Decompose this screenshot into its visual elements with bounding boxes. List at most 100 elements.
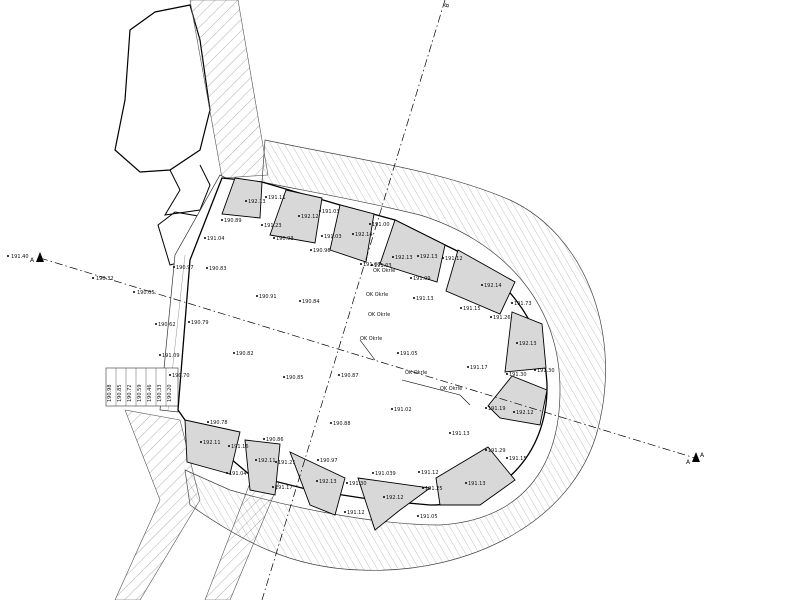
elevation-point-marker (316, 480, 318, 482)
stair-label: 190.98 (107, 385, 113, 403)
elevation-label: 191.13 (452, 431, 470, 437)
elevation-label: 190.87 (341, 373, 359, 379)
stair-label: 190.20 (167, 385, 173, 403)
section-mark-right: A (686, 459, 691, 466)
elevation-label: 190.83 (209, 266, 227, 272)
elevation-label: 191.12 (445, 256, 463, 262)
elevation-label: 192.12 (386, 495, 404, 501)
elevation-point-marker (410, 277, 412, 279)
elevation-point-marker (317, 459, 319, 461)
elevation-label: 190.97 (320, 458, 338, 464)
stair-label: 190.46 (147, 385, 153, 403)
elevation-point-marker (422, 487, 424, 489)
elevation-point-marker (283, 376, 285, 378)
elevation-label: 190.70 (172, 373, 190, 379)
elevation-point-marker (413, 297, 415, 299)
elevation-label: 190.85 (286, 375, 304, 381)
elevation-point-marker (173, 266, 175, 268)
elevation-label: 192.11 (203, 440, 221, 446)
elevation-point-marker (261, 224, 263, 226)
elevation-label: 192.14 (484, 283, 502, 289)
elevation-label: 191.12 (421, 470, 439, 476)
elevation-label: 190.62 (158, 322, 176, 328)
elevation-label: 191.09 (413, 276, 431, 282)
elevation-point-marker (273, 237, 275, 239)
elevation-label: 192.14 (355, 232, 373, 238)
stair-label: 190.72 (127, 385, 133, 403)
elevation-label: 191.17 (470, 365, 488, 371)
elevation-point-marker (221, 219, 223, 221)
elevation-point-marker (299, 300, 301, 302)
elevation-label: 192.13 (319, 479, 337, 485)
elevation-point-marker (481, 284, 483, 286)
elevation-label: 191.12 (347, 510, 365, 516)
elevation-label: 191.03 (374, 263, 392, 269)
elevation-label: 191.09 (162, 353, 180, 359)
margin-label: 190.05 (137, 290, 155, 296)
elevation-label: 192.12 (516, 410, 534, 416)
elevation-point-marker (418, 471, 420, 473)
elevation-label: 190.78 (210, 420, 228, 426)
elevation-point-marker (352, 233, 354, 235)
stair-block (105, 367, 179, 407)
elevation-point-marker (188, 321, 190, 323)
elevation-point-marker (204, 237, 206, 239)
elevation-point-marker (417, 515, 419, 517)
elevation-label: 190.93 (276, 236, 294, 242)
elevation-point-marker (226, 472, 228, 474)
section-line-aa (39, 257, 696, 459)
elevation-point-marker (245, 200, 247, 202)
elevation-point-marker (169, 374, 171, 376)
elevation-label: 191.15 (509, 456, 527, 462)
stair-label: 190.85 (117, 385, 123, 403)
rock-outline (114, 4, 211, 173)
elevation-label: 190.96 (313, 248, 331, 254)
elevation-label: 190.84 (302, 299, 320, 305)
okr-label: OK Okrle (405, 370, 427, 376)
elevation-point-marker (330, 422, 332, 424)
elevation-label: 191.04 (229, 471, 247, 477)
elevation-label: 191.00 (372, 222, 390, 228)
elevation-point-marker (344, 511, 346, 513)
access-ramp-bottom (114, 409, 201, 600)
elevation-point-marker (233, 352, 235, 354)
section-line-b (261, 0, 446, 600)
elevation-point-marker (485, 449, 487, 451)
elevation-point-marker (513, 411, 515, 413)
elevation-point-marker (319, 210, 321, 212)
elevation-point-marker (265, 196, 267, 198)
elevation-label: 191.26 (493, 315, 511, 321)
margin-label: 191.40 (11, 254, 29, 260)
elevation-point-marker (360, 263, 362, 265)
elevation-label: 192.13 (420, 254, 438, 260)
elevation-label: 191.30 (509, 372, 527, 378)
okr-label: OK Okrle (373, 268, 395, 274)
elevation-label: 191.23 (264, 223, 282, 229)
elevation-point-marker (310, 249, 312, 251)
elevation-point-marker (449, 432, 451, 434)
elevation-point-marker (275, 461, 277, 463)
elevation-label: 190.89 (224, 218, 242, 224)
elevation-label: 192.12 (301, 214, 319, 220)
elevation-label: 190.88 (333, 421, 351, 427)
elevation-label: 190.91 (259, 294, 277, 300)
elevation-points: 192.13 191.11 190.89 192.12 191.23 190.93 191.… (155, 195, 555, 520)
elevation-label: 191.11 (268, 195, 286, 201)
elevation-label: 191.16 (231, 444, 249, 450)
section-mark-left: A (30, 257, 35, 264)
elevation-label: 191.05 (400, 351, 418, 357)
elevation-point-marker (155, 323, 157, 325)
section-mark-right-arrow: A (700, 452, 705, 459)
stair-label: 190.59 (137, 385, 143, 403)
elevation-point-marker (465, 482, 467, 484)
elevation-point-marker (338, 374, 340, 376)
elevation-point-marker (207, 421, 209, 423)
elevation-point-marker (442, 257, 444, 259)
elevation-point-marker (206, 267, 208, 269)
okr-label: OK Okrle (368, 312, 390, 318)
elevation-point-marker (372, 472, 374, 474)
elevation-point-marker (460, 307, 462, 309)
